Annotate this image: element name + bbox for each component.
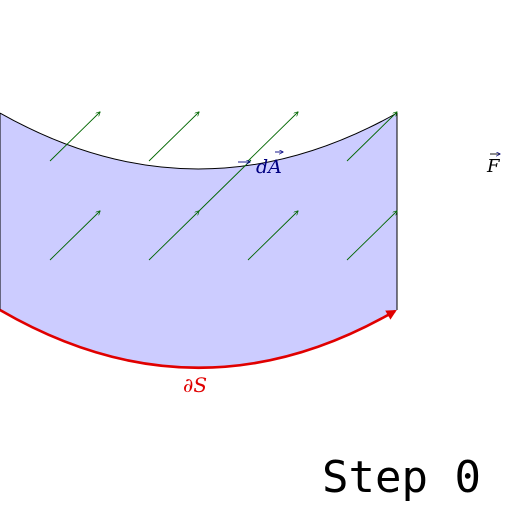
boundary-curve bbox=[0, 308, 397, 369]
field-arrow bbox=[346, 112, 397, 162]
field-arrow bbox=[148, 112, 199, 162]
surface-patch bbox=[0, 113, 397, 368]
field-label: F bbox=[486, 156, 501, 177]
surface-top-edge bbox=[0, 112, 398, 170]
area-element-label: dA bbox=[256, 156, 282, 178]
field-arrow bbox=[247, 211, 298, 261]
field-arrow bbox=[247, 112, 298, 162]
field-line bbox=[198, 159, 252, 212]
field-arrow bbox=[346, 211, 397, 261]
step-label: Step 0 bbox=[322, 452, 481, 503]
field-arrow bbox=[49, 211, 100, 261]
field-arrow bbox=[49, 112, 100, 162]
boundary-label: ∂S bbox=[183, 373, 207, 397]
field-arrow bbox=[148, 211, 199, 261]
